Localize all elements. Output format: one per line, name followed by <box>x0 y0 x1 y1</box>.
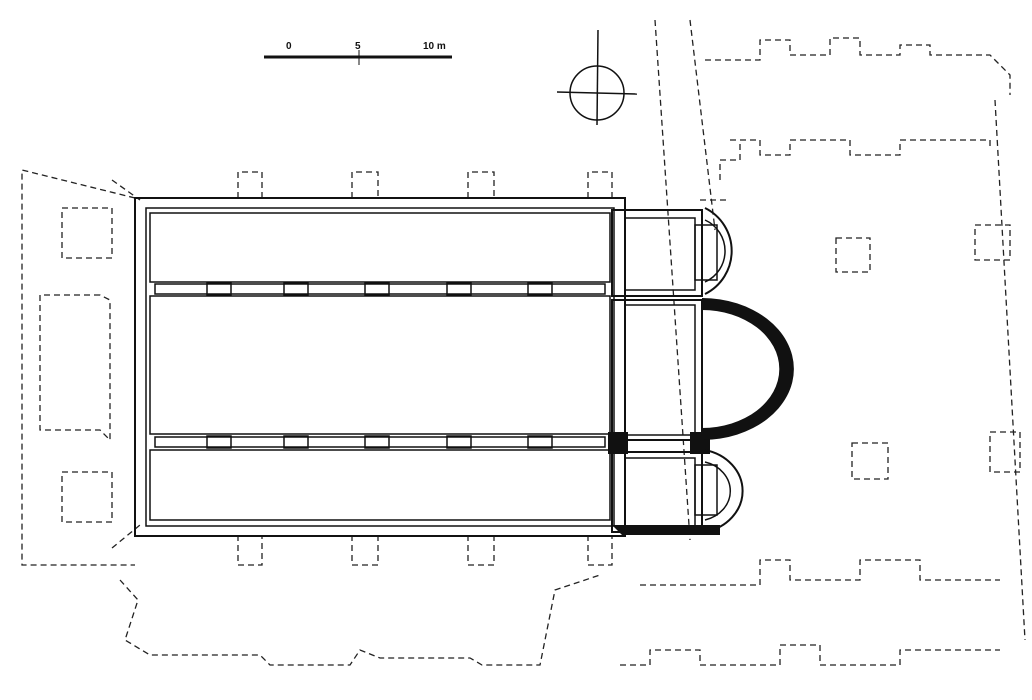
dashed-outlines <box>21 19 1026 666</box>
basilica-walls <box>134 197 794 537</box>
north-aisle <box>149 212 611 283</box>
south-aisle <box>149 449 611 521</box>
north-arrow-icon <box>556 29 638 126</box>
central-apse <box>702 298 794 440</box>
scale-bar: 0 5 10 m <box>264 41 452 65</box>
scale-label-0: 0 <box>286 41 292 52</box>
north-apse <box>704 207 733 295</box>
north-colonnade <box>154 282 606 296</box>
scale-label-10: 10 m <box>423 41 446 52</box>
nave <box>149 295 611 435</box>
scale-label-5: 5 <box>355 41 361 52</box>
south-colonnade <box>154 435 606 449</box>
south-apse <box>704 449 744 533</box>
